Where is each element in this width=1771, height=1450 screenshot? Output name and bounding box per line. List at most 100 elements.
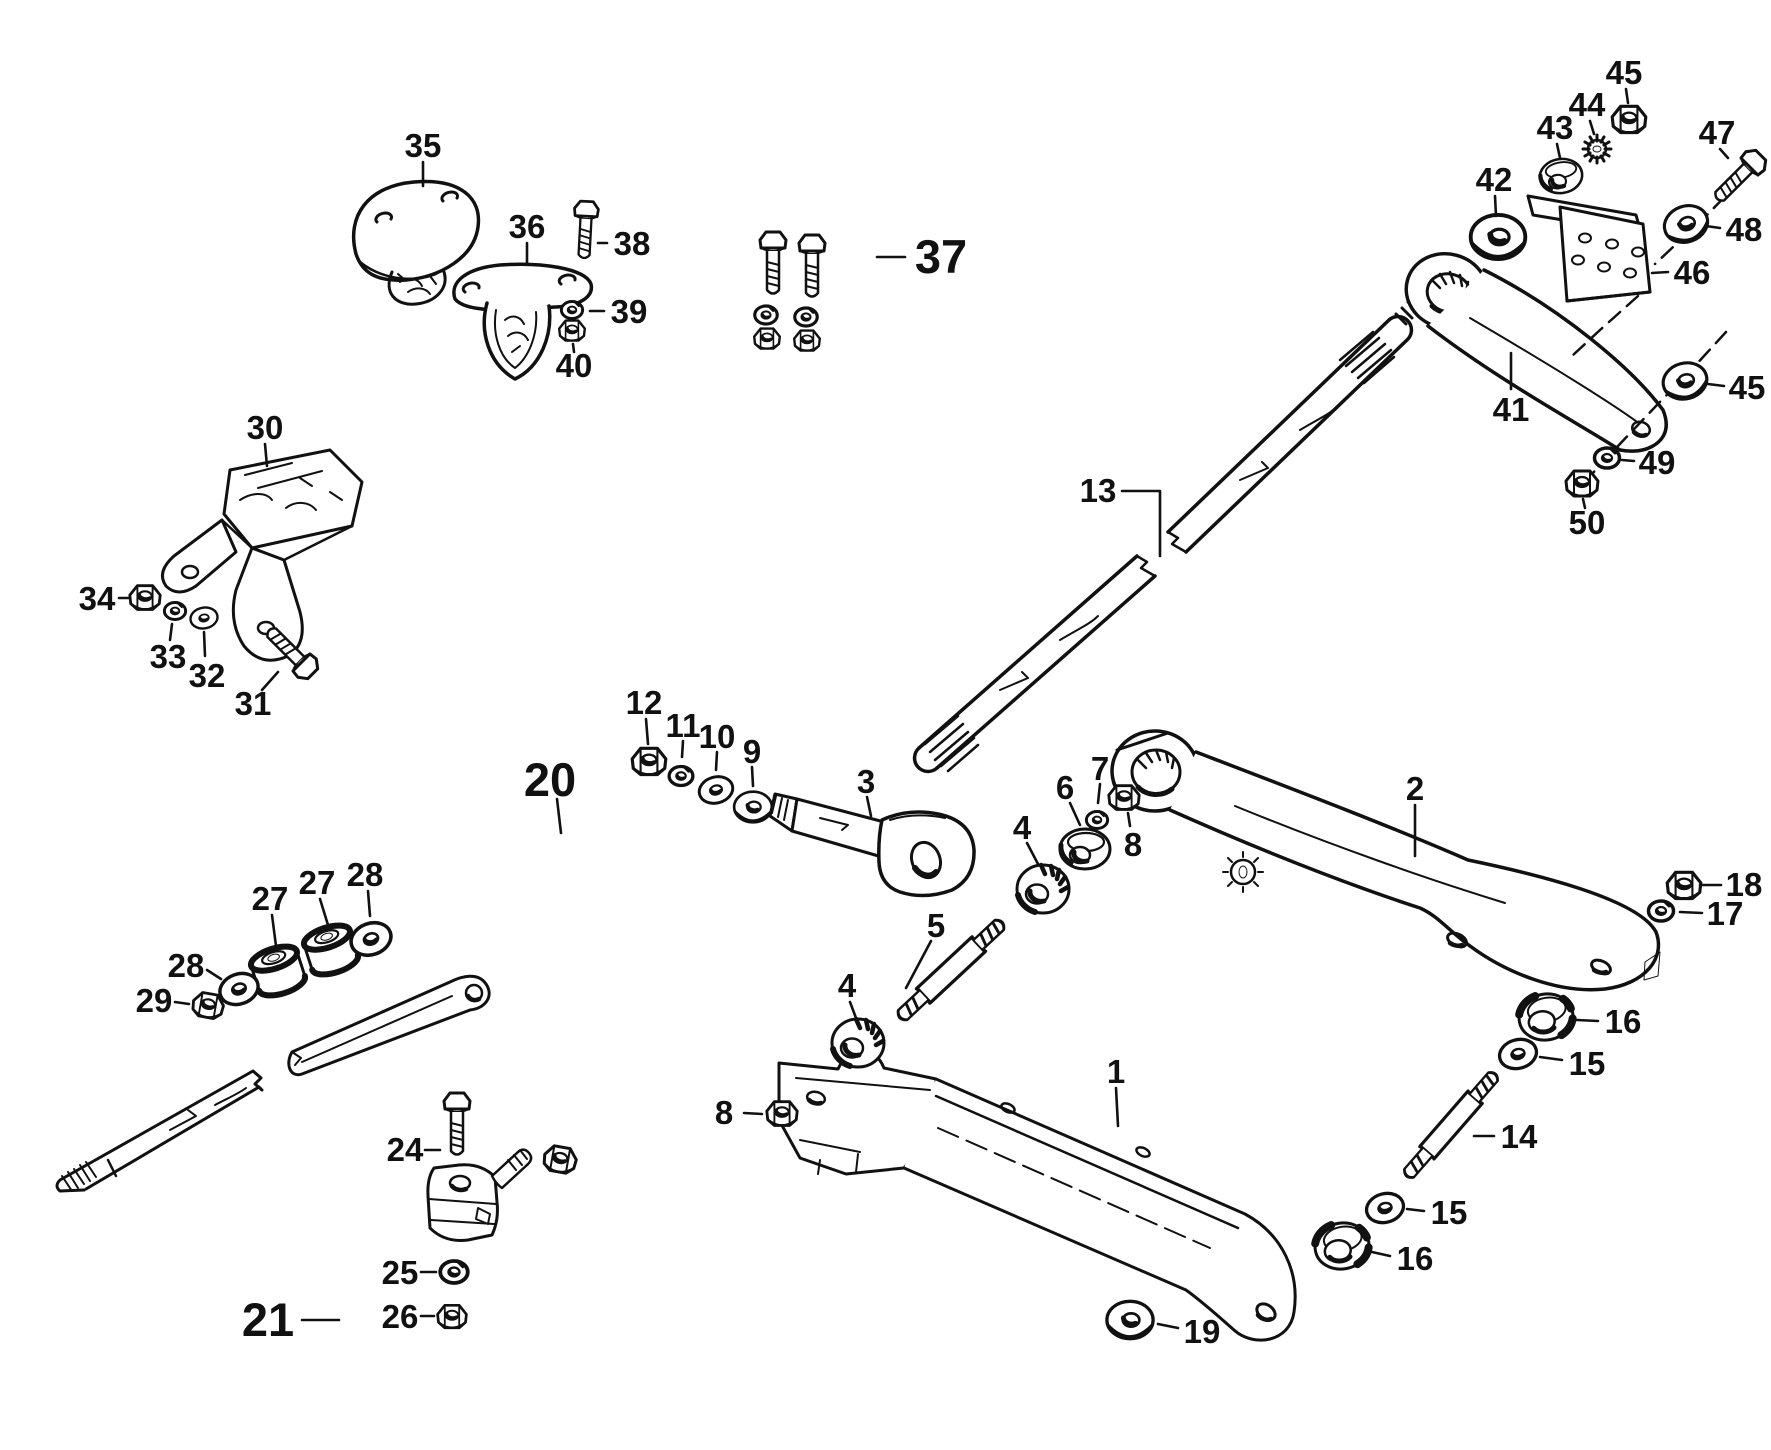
stud-5: [891, 913, 1011, 1027]
nut-ball-joint: [540, 1142, 580, 1177]
bolt-38: [570, 199, 601, 260]
bracket-46: [1526, 194, 1652, 303]
washer-45-lower: [1659, 358, 1711, 404]
callout-4a: 4: [1013, 809, 1032, 846]
callout-32: 32: [189, 657, 226, 694]
callout-15a: 15: [1569, 1045, 1606, 1082]
callout-26-group: 26: [382, 1298, 436, 1335]
callout-2-group: 2: [1406, 770, 1424, 858]
callout-36: 36: [509, 208, 546, 245]
callout-8a-group: 8: [1124, 811, 1142, 863]
callout-46: 46: [1674, 254, 1711, 291]
callout-20: 20: [524, 753, 576, 806]
washer-15-lower: [1361, 1187, 1409, 1229]
callout-41: 41: [1493, 391, 1530, 428]
kit-box-21: 24 25 26: [382, 1091, 580, 1335]
washer-48: [1659, 200, 1713, 249]
washer-32: [187, 603, 221, 633]
callout-39: 39: [611, 293, 648, 330]
washer-42: [1471, 215, 1526, 259]
callout-8b-group: 8: [715, 1094, 764, 1131]
callout-49: 49: [1639, 444, 1676, 481]
callout-29-group: 29: [136, 982, 191, 1019]
star-washer-44: [1581, 133, 1613, 165]
callout-3: 3: [857, 763, 875, 800]
bushing-43: [1538, 156, 1585, 196]
stabilizer-link-rod: [55, 974, 491, 1193]
callout-14-group: 14: [1472, 1118, 1538, 1155]
callout-31-group: 31: [235, 670, 280, 722]
nut-8-upper: [1107, 783, 1141, 812]
callout-38-group: 38: [596, 225, 651, 262]
mounting-plate-36: [452, 262, 594, 381]
callout-50: 50: [1569, 504, 1606, 541]
mount-bracket-30: [160, 448, 364, 662]
callout-5-group: 5: [904, 907, 945, 990]
adjuster-lever-41: [1404, 251, 1668, 453]
callout-25: 25: [382, 1254, 419, 1291]
callout-9-group: 9: [743, 733, 761, 788]
mounting-plate-35: [351, 179, 481, 306]
callout-33-group: 33: [150, 622, 186, 675]
callout-45b: 45: [1729, 369, 1766, 406]
callout-3-group: 3: [857, 763, 875, 818]
callout-50-group: 50: [1569, 497, 1606, 541]
callout-35-group: 35: [405, 127, 441, 188]
callout-41-group: 41: [1493, 351, 1530, 428]
callout-37: 37: [915, 230, 967, 283]
callout-8b: 8: [715, 1094, 733, 1131]
callout-7-group: 7: [1091, 750, 1109, 805]
callout-36-group: 36: [509, 208, 546, 266]
callout-38: 38: [614, 225, 651, 262]
torsion-bar-13: [912, 300, 1419, 774]
lock-washer-33: [162, 601, 188, 621]
callout-16a-group: 16: [1575, 1003, 1642, 1040]
callout-8a: 8: [1124, 826, 1142, 863]
callout-4a-group: 4: [1013, 809, 1040, 866]
spacer-washer-9: [734, 792, 772, 823]
callout-30: 30: [247, 409, 284, 446]
lock-washer-25: [438, 1259, 470, 1285]
bushing-4-upper: [1017, 865, 1069, 913]
kit-box-37: 37: [752, 230, 967, 353]
callout-12: 12: [626, 684, 663, 721]
callout-32-group: 32: [189, 630, 226, 694]
callout-16a: 16: [1605, 1003, 1642, 1040]
callout-21: 21: [242, 1293, 294, 1346]
callout-28a-group: 28: [347, 856, 383, 918]
callout-42: 42: [1476, 161, 1513, 198]
callout-2: 2: [1406, 770, 1424, 807]
callout-16b: 16: [1397, 1240, 1434, 1277]
callout-48-group: 48: [1704, 211, 1762, 248]
nut-26: [436, 1303, 468, 1330]
callout-26: 26: [382, 1298, 419, 1335]
callout-45b-group: 45: [1706, 369, 1766, 406]
callout-42-group: 42: [1476, 161, 1513, 218]
washer-15-upper: [1494, 1033, 1542, 1075]
callout-16b-group: 16: [1370, 1240, 1434, 1277]
callout-9: 9: [743, 733, 761, 770]
stud-14: [1397, 1065, 1505, 1185]
callout-6: 6: [1056, 769, 1074, 806]
callout-14: 14: [1501, 1118, 1538, 1155]
callout-27b: 27: [299, 864, 336, 901]
washer-19: [1107, 1301, 1153, 1338]
callout-15a-group: 15: [1538, 1045, 1606, 1082]
nut-45-upper: [1610, 104, 1648, 135]
radius-arm-2: [1110, 729, 1661, 992]
callout-28b: 28: [168, 947, 205, 984]
callout-24-group: 24: [387, 1131, 442, 1168]
nut-18: [1665, 870, 1703, 901]
callout-44-group: 44: [1569, 86, 1606, 136]
callout-40: 40: [556, 347, 593, 384]
callout-27a-group: 27: [252, 880, 288, 948]
callout-39-group: 39: [588, 293, 648, 330]
lock-washer-11: [667, 764, 695, 788]
nut-8-lower: [765, 1099, 799, 1128]
anchor-pin-3: [768, 792, 976, 898]
callout-29: 29: [136, 982, 173, 1019]
callout-4b-group: 4: [838, 967, 858, 1020]
nut-40: [557, 319, 587, 343]
callout-43: 43: [1537, 109, 1574, 146]
callout-19: 19: [1184, 1313, 1221, 1350]
